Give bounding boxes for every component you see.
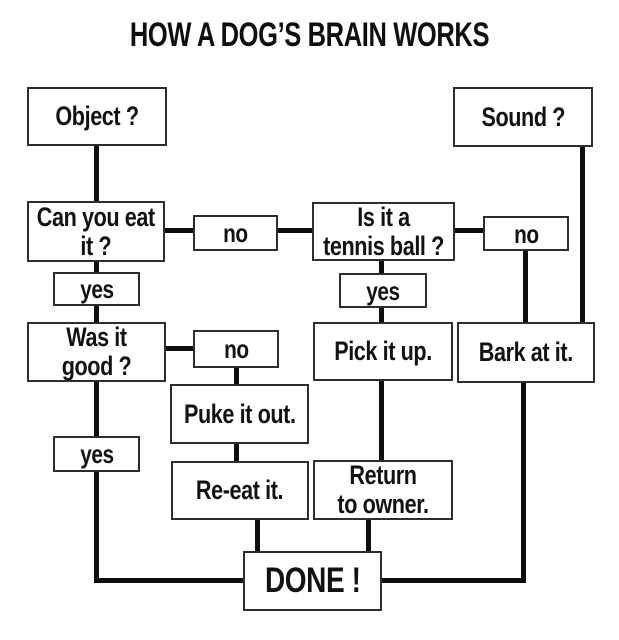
edge-wasgood-no <box>166 346 193 351</box>
edge-no-tennis <box>278 228 312 233</box>
node-no-eat: no <box>193 215 278 251</box>
edge-tennis-yes <box>379 261 384 275</box>
edge-bark-down <box>521 383 526 583</box>
node-puke-it-out: Puke it out. <box>170 384 309 444</box>
node-sound: Sound ? <box>453 87 593 147</box>
page-title: HOW A DOG’S BRAIN WORKS <box>0 14 619 56</box>
node-bark-at-it: Bark at it. <box>457 322 595 383</box>
node-was-it-good: Was it good ? <box>27 322 166 382</box>
edge-pickup-return <box>379 381 384 461</box>
edge-left-done <box>94 578 244 583</box>
edge-no-bark <box>523 251 528 322</box>
edge-done-right <box>381 578 526 583</box>
edge-caneat-yes <box>94 262 99 274</box>
node-pick-it-up: Pick it up. <box>313 322 453 381</box>
edge-yes-wasgood <box>94 305 99 324</box>
node-yes-tennis: yes <box>339 273 427 308</box>
edge-yes-down <box>94 472 99 583</box>
edge-tennis-no <box>455 228 483 233</box>
node-yes-good: yes <box>53 436 140 472</box>
edge-object-caneat <box>94 146 99 203</box>
edge-no-puke <box>234 367 239 385</box>
edge-reeat-done <box>255 520 260 552</box>
edge-wasgood-yes <box>94 382 99 436</box>
node-no-good: no <box>193 330 279 368</box>
page-title-text: HOW A DOG’S BRAIN WORKS <box>129 15 490 54</box>
edge-yes-pickup <box>379 308 384 324</box>
node-yes-eat: yes <box>53 272 140 306</box>
node-can-you-eat-it: Can you eat it ? <box>27 201 165 262</box>
node-object: Object ? <box>27 87 167 146</box>
node-done: DONE ! <box>243 551 382 611</box>
node-no-tennis: no <box>483 216 569 251</box>
edge-puke-reeat <box>234 444 239 462</box>
node-return-to-owner: Return to owner. <box>313 460 453 520</box>
node-tennis-ball: Is it a tennis ball ? <box>312 202 455 261</box>
edge-return-done <box>366 520 371 552</box>
edge-sound-bark <box>580 147 585 322</box>
edge-caneat-no <box>165 228 193 233</box>
node-re-eat-it: Re-eat it. <box>171 461 309 520</box>
